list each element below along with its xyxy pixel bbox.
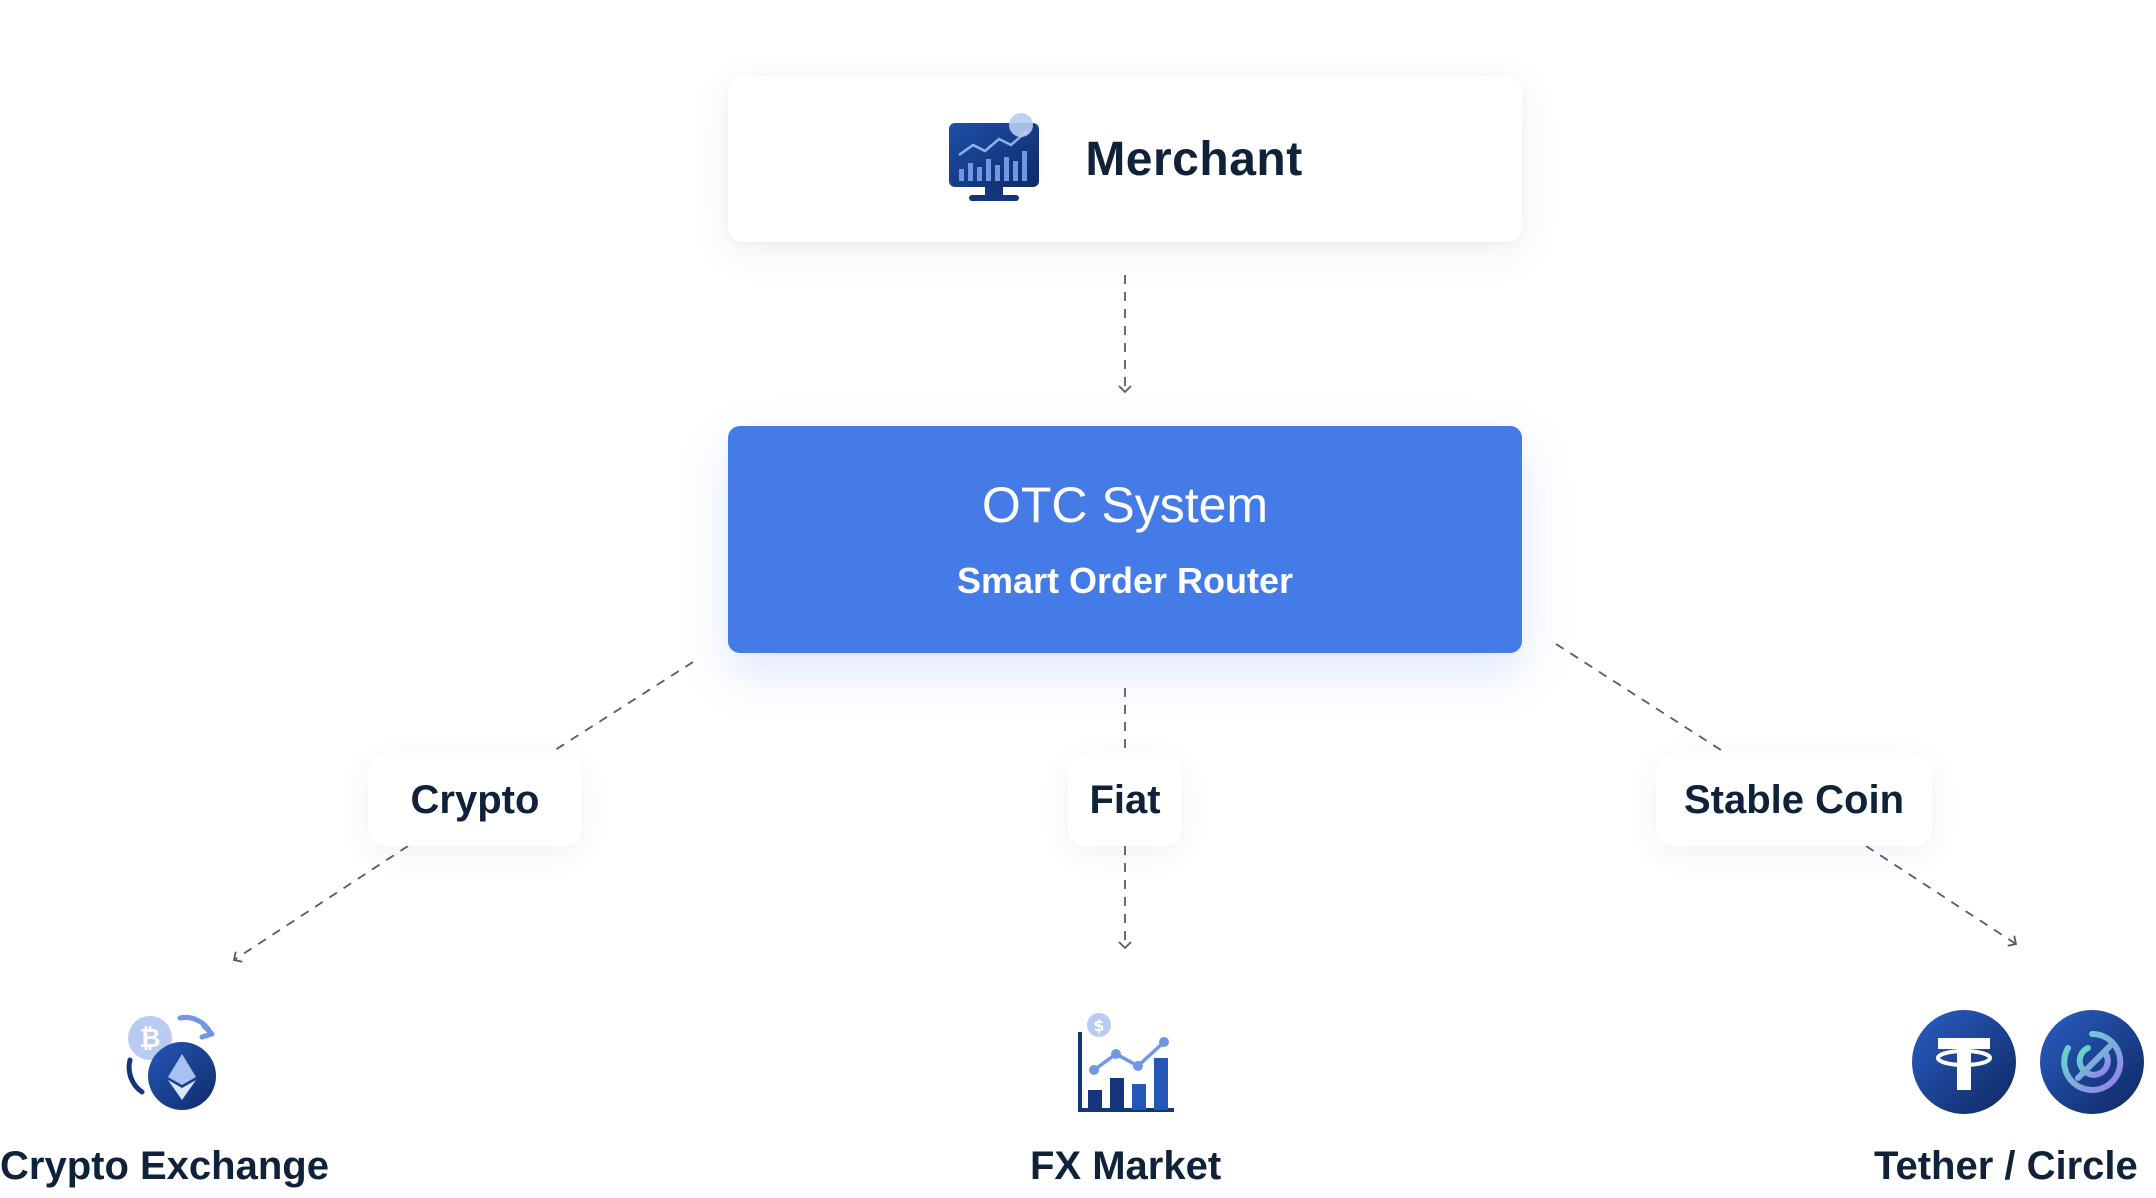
- stable-to-tether-connector: [1865, 845, 2018, 947]
- otc-to-stable-connector: [1555, 643, 1725, 753]
- circle-icon: [2040, 1010, 2144, 1114]
- destination-crypto-exchange-label: Crypto Exchange: [0, 1144, 329, 1188]
- merchant-card: Merchant: [728, 76, 1522, 242]
- destination-tether-circle-label: Tether / Circle: [1874, 1144, 2138, 1188]
- branch-fiat: Fiat: [1068, 754, 1182, 846]
- branch-stable-coin: Stable Coin: [1656, 754, 1932, 846]
- crypto-to-exchange-connector: [232, 845, 409, 963]
- otc-to-crypto-connector: [551, 661, 694, 753]
- otc-title: OTC System: [981, 477, 1269, 533]
- otc-system-box: OTC System Smart Order Router: [728, 426, 1522, 653]
- svg-text:$: $: [1093, 1016, 1104, 1035]
- fx-chart-icon: $: [1078, 1013, 1174, 1112]
- branch-crypto: Crypto: [368, 754, 582, 846]
- crypto-exchange-icon: ₿: [126, 1015, 216, 1110]
- destination-fx-market-label: FX Market: [1030, 1144, 1222, 1188]
- otc-subtitle: Smart Order Router: [956, 560, 1294, 601]
- tether-icon: [1912, 1010, 2016, 1114]
- monitor-chart-icon: [949, 113, 1040, 201]
- svg-text:₿: ₿: [139, 1024, 160, 1054]
- merchant-title: Merchant: [1085, 132, 1303, 186]
